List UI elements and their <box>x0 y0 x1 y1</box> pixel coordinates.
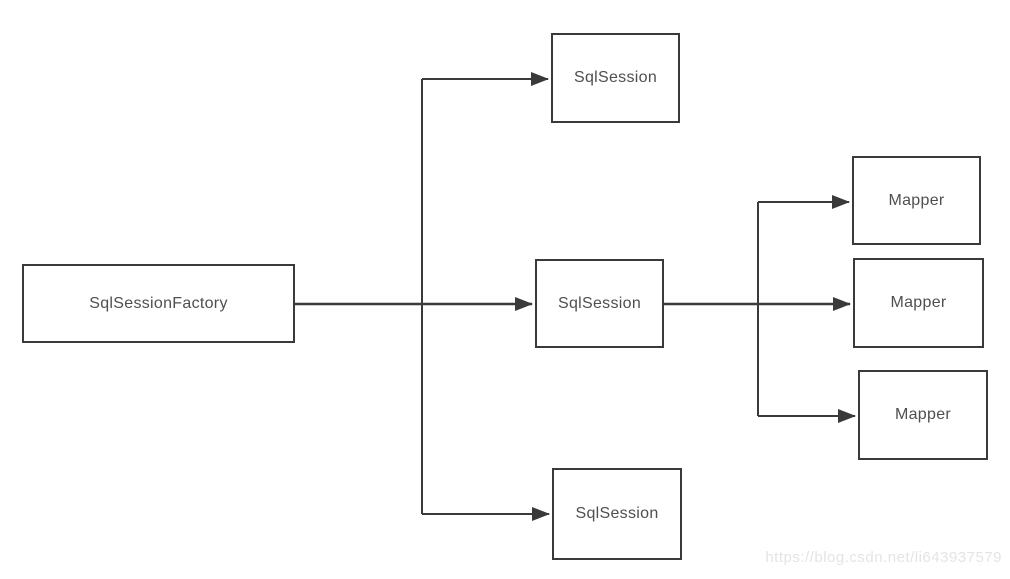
node-mapper-bottom-label: Mapper <box>894 406 952 423</box>
node-mapper-middle: Mapper <box>853 258 984 348</box>
watermark-url: https://blog.csdn.net/li643937579 <box>765 549 1002 566</box>
node-sqlsession-middle-label: SqlSession <box>557 294 642 312</box>
node-sqlsession-bottom: SqlSession <box>552 468 682 560</box>
node-mapper-top: Mapper <box>852 156 981 245</box>
node-sqlsession-top: SqlSession <box>551 33 680 123</box>
node-sqlsession-middle: SqlSession <box>535 259 664 348</box>
node-mapper-top-label: Mapper <box>888 191 945 209</box>
node-sqlsession-top-label: SqlSession <box>573 69 658 86</box>
node-sqlsessionfactory-label: SqlSessionFactory <box>89 294 228 312</box>
node-sqlsessionfactory: SqlSessionFactory <box>22 264 295 343</box>
node-mapper-bottom: Mapper <box>858 370 988 460</box>
node-sqlsession-bottom-label: SqlSession <box>575 505 659 522</box>
node-mapper-middle-label: Mapper <box>890 294 947 311</box>
